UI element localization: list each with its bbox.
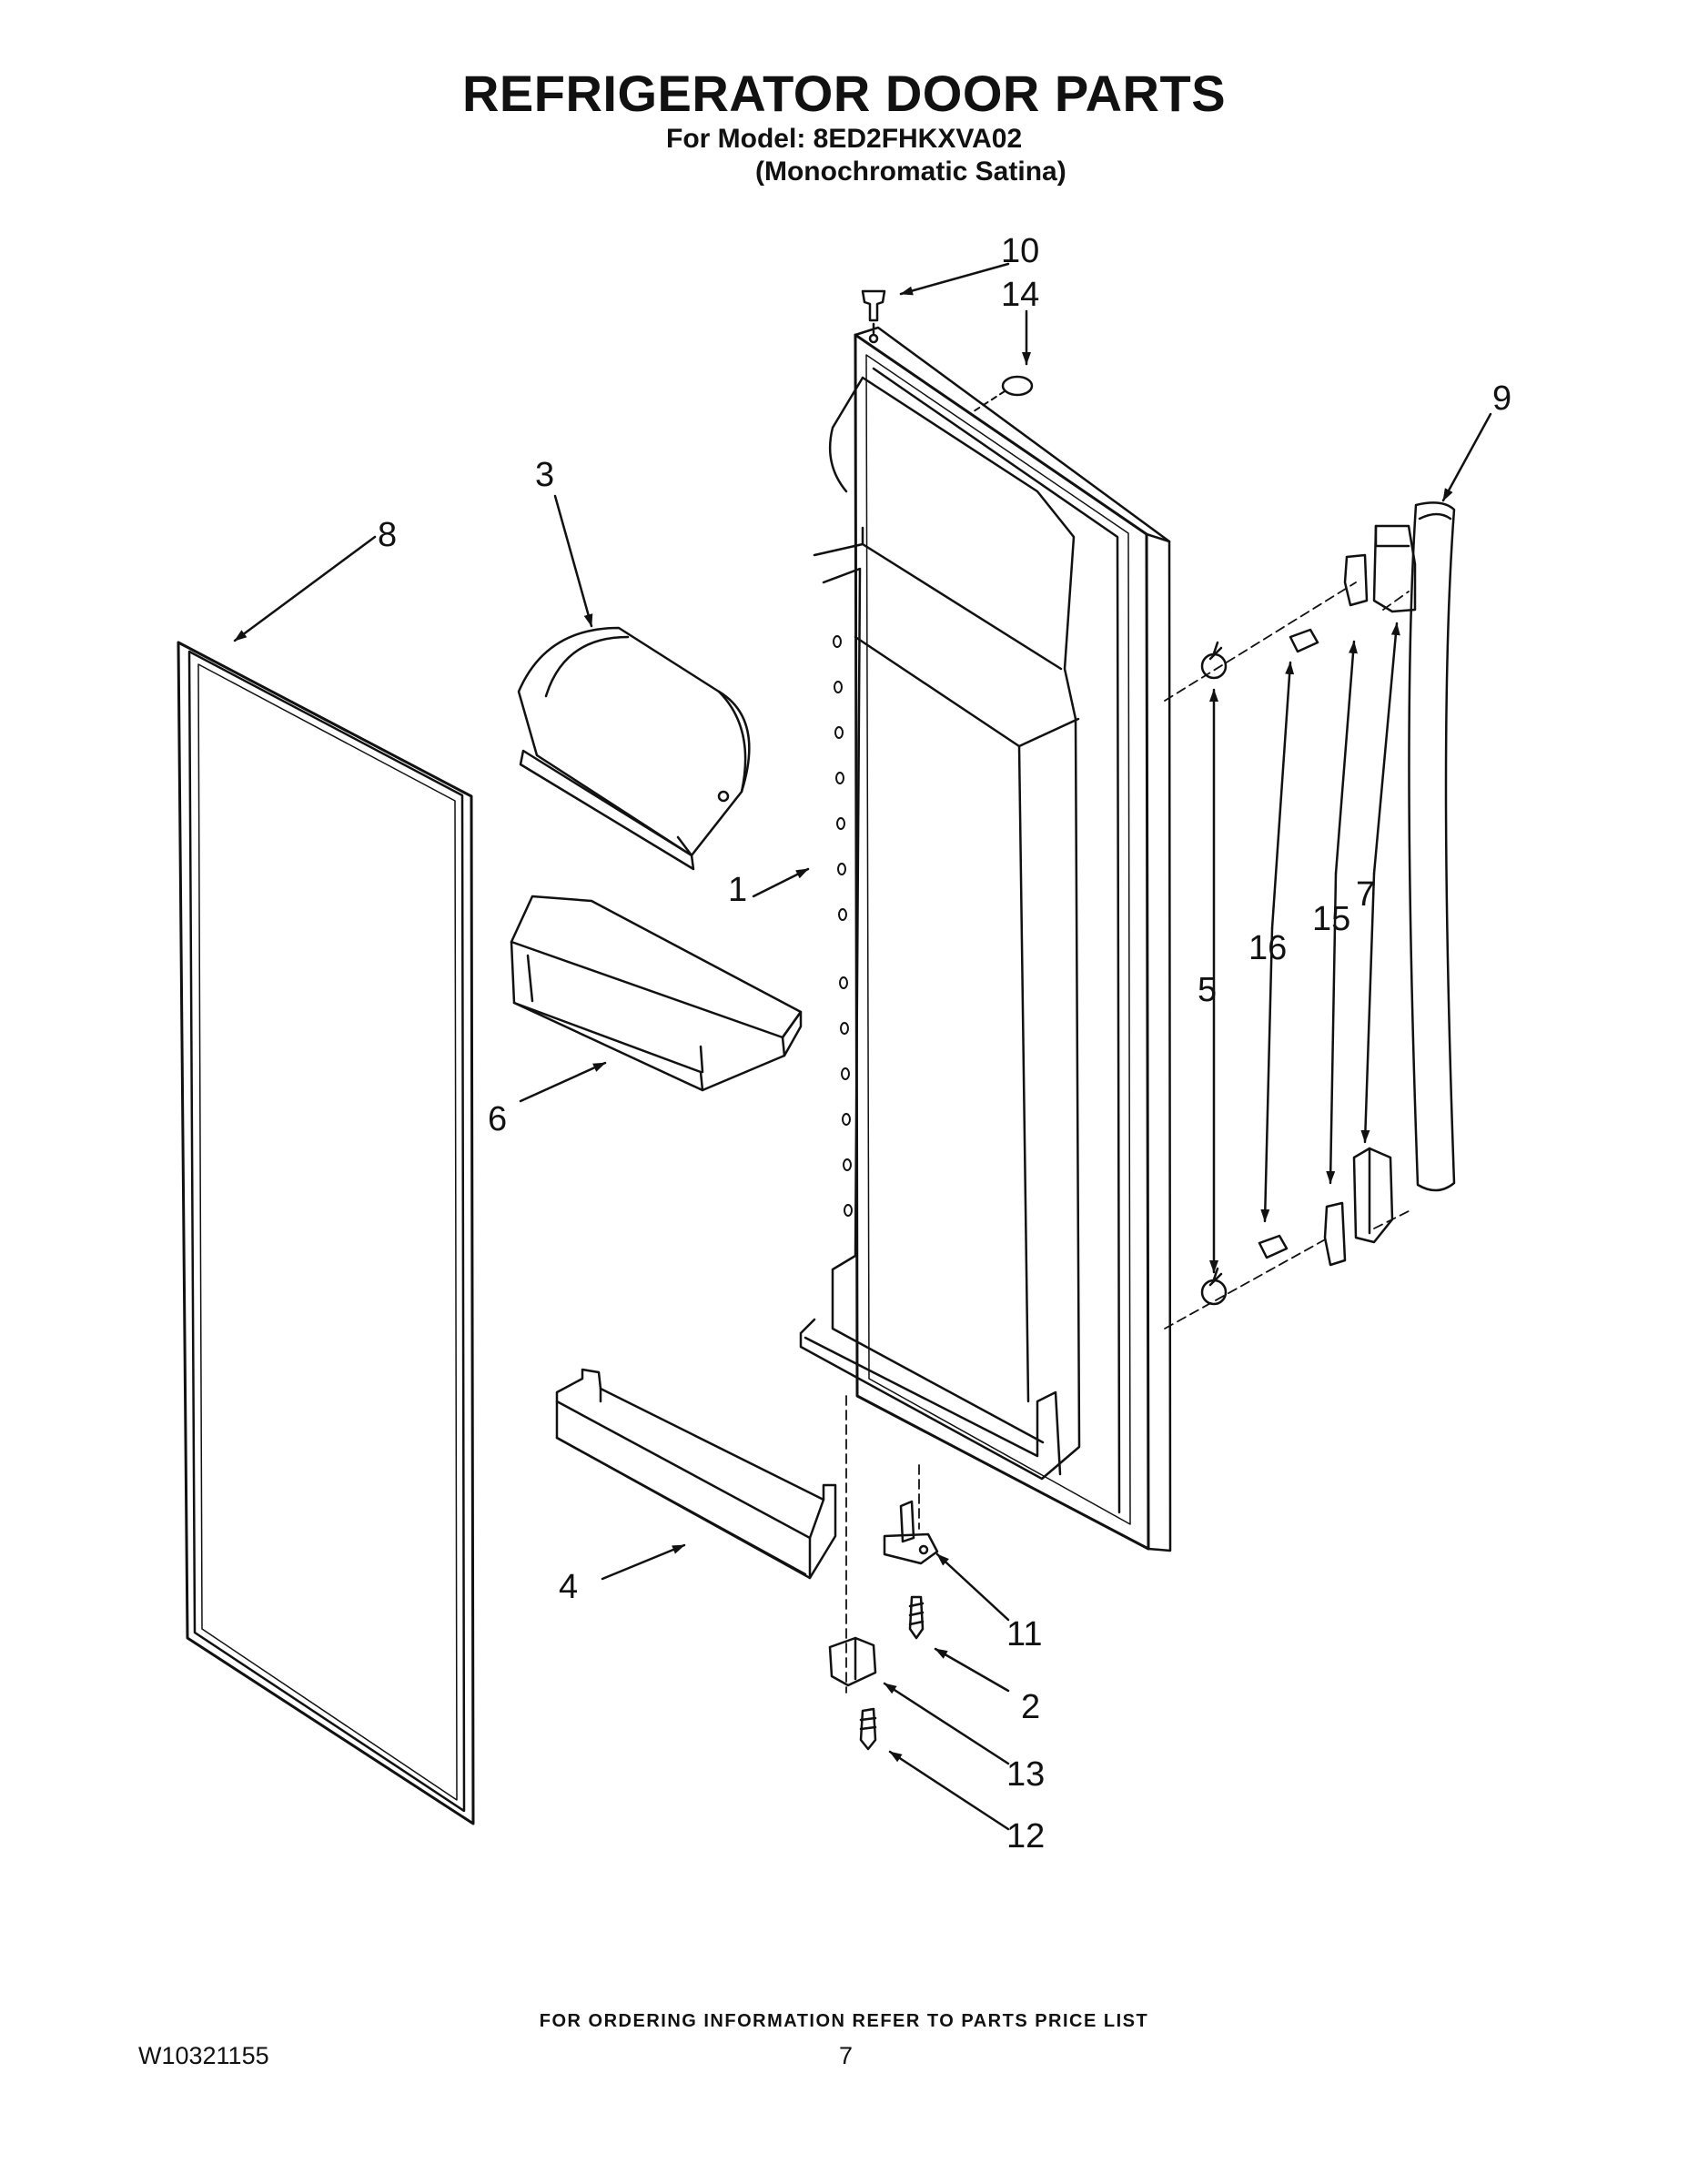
callout-6: 6	[488, 1100, 507, 1138]
document-number: W10321155	[138, 2042, 269, 2069]
lower-hinge-part	[883, 1500, 939, 1565]
callout-8: 8	[378, 516, 397, 554]
callout-5: 5	[1198, 971, 1217, 1009]
callout-1: 1	[728, 871, 747, 909]
door-assembly-part	[799, 326, 1172, 1552]
door-bin-part	[510, 895, 803, 1092]
door-shelf-rail-part	[555, 1368, 837, 1580]
page-number: 7	[839, 2042, 854, 2069]
door-gasket-part	[177, 641, 475, 1825]
callout-10: 10	[1001, 232, 1039, 270]
callout-14: 14	[1001, 276, 1039, 314]
hinge-screw-part	[908, 1595, 925, 1640]
callout-13: 13	[1006, 1755, 1045, 1794]
callout-11: 11	[1006, 1615, 1042, 1653]
ordering-note: FOR ORDERING INFORMATION REFER TO PARTS …	[539, 2011, 1149, 2031]
model-variant: (Monochromatic Satina)	[755, 157, 1066, 187]
callout-4: 4	[559, 1568, 578, 1606]
callout-9: 9	[1492, 379, 1511, 418]
hinge-bracket-part	[828, 1636, 877, 1687]
callout-7: 7	[1356, 875, 1375, 914]
door-plug-part	[861, 289, 886, 344]
door-handle-part	[1408, 501, 1456, 1192]
callout-15: 15	[1312, 900, 1350, 938]
model-number: For Model: 8ED2FHKXVA02	[666, 124, 1023, 154]
shelf-support-holes	[833, 635, 853, 1217]
dairy-door-part	[517, 626, 751, 871]
callout-3: 3	[535, 456, 554, 494]
handle-screw-part	[1258, 628, 1319, 1259]
page-title: REFRIGERATOR DOOR PARTS	[461, 65, 1227, 122]
washer-part	[1001, 375, 1034, 397]
callout-2: 2	[1021, 1688, 1040, 1726]
handle-bracket-part	[1323, 553, 1369, 1267]
hinge-bracket-screw-part	[859, 1707, 877, 1751]
callout-12: 12	[1006, 1817, 1045, 1855]
alignment-lines	[845, 581, 1411, 1694]
callout-labels: 1 2 3 4 5 6 7 8 9 10 11 12 13 14 15 16	[378, 232, 1511, 1855]
leader-arrows	[233, 262, 1492, 1831]
callout-16: 16	[1248, 929, 1287, 967]
